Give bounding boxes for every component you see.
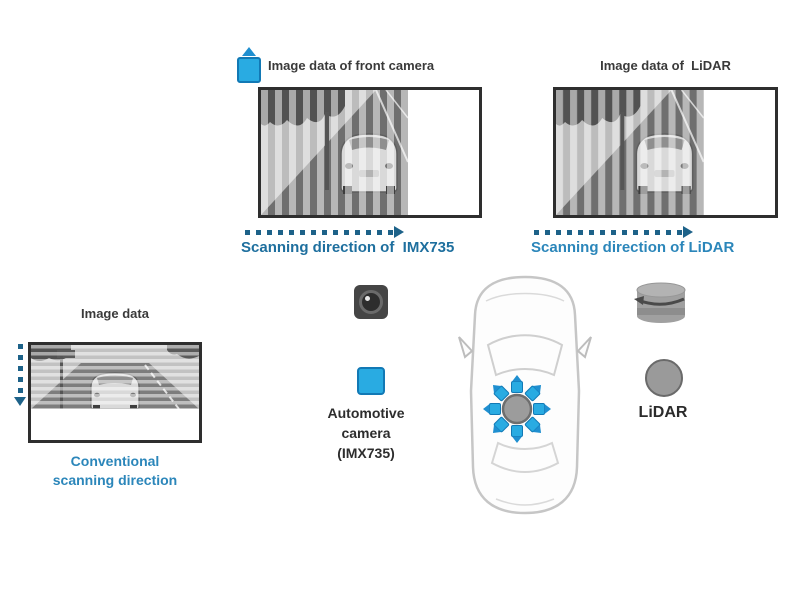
scan-arrow-imx735 [245,226,404,238]
front-camera-panel-title: Image data of front camera [268,58,435,73]
scan-direction-lidar-label: Scanning direction of LiDAR [531,239,735,256]
automotive-camera-label-line2: camera [341,425,391,441]
lidar-scene-svg [556,90,775,215]
dotted-line-icon [245,229,393,235]
lidar-label: LiDAR [638,404,688,421]
scan-arrow-conventional [14,344,26,406]
arrowhead-down-icon [14,397,26,406]
lens-glint-icon [365,296,370,301]
automotive-camera-label: Automotive camera (IMX735) [316,403,416,463]
roof-lidar-circle-icon [501,393,533,425]
camera-direction-triangle-icon [242,47,256,56]
camera-square-icon [237,57,261,83]
car-top-view [456,271,594,519]
conventional-scan-label-line1: Conventional [70,453,160,469]
scan-direction-imx735-label: Scanning direction of IMX735 [241,239,455,256]
dotted-line-icon [534,229,682,235]
lidar-symbol-icon [645,359,683,397]
arrowhead-right-icon [394,226,404,238]
conventional-image [28,342,202,443]
front-camera-image [258,87,482,218]
conventional-panel-title: Image data [81,306,149,321]
lidar-device-icon [630,280,692,327]
conventional-scan-label: Conventional scanning direction [20,452,210,490]
camera-symbol-icon [357,367,385,395]
camera-device-icon [354,285,388,319]
conventional-scene-svg [31,345,199,440]
lidar-image [553,87,778,218]
arrowhead-right-icon [683,226,693,238]
camera-lens-icon [359,290,383,314]
conventional-scan-label-line2: scanning direction [52,472,178,488]
lidar-panel-title: Image data of LiDAR [600,58,731,73]
front-camera-scene-svg [261,90,479,215]
scan-arrow-lidar [534,226,693,238]
dotted-line-vertical-icon [17,344,23,396]
automotive-camera-label-line1: Automotive [327,405,405,421]
sensor-ring-icon [483,375,551,443]
car-top-view-svg [458,275,592,515]
lidar-device-svg [634,282,686,323]
automotive-camera-label-line3: (IMX735) [337,445,395,461]
camera-up-icon [237,47,261,83]
